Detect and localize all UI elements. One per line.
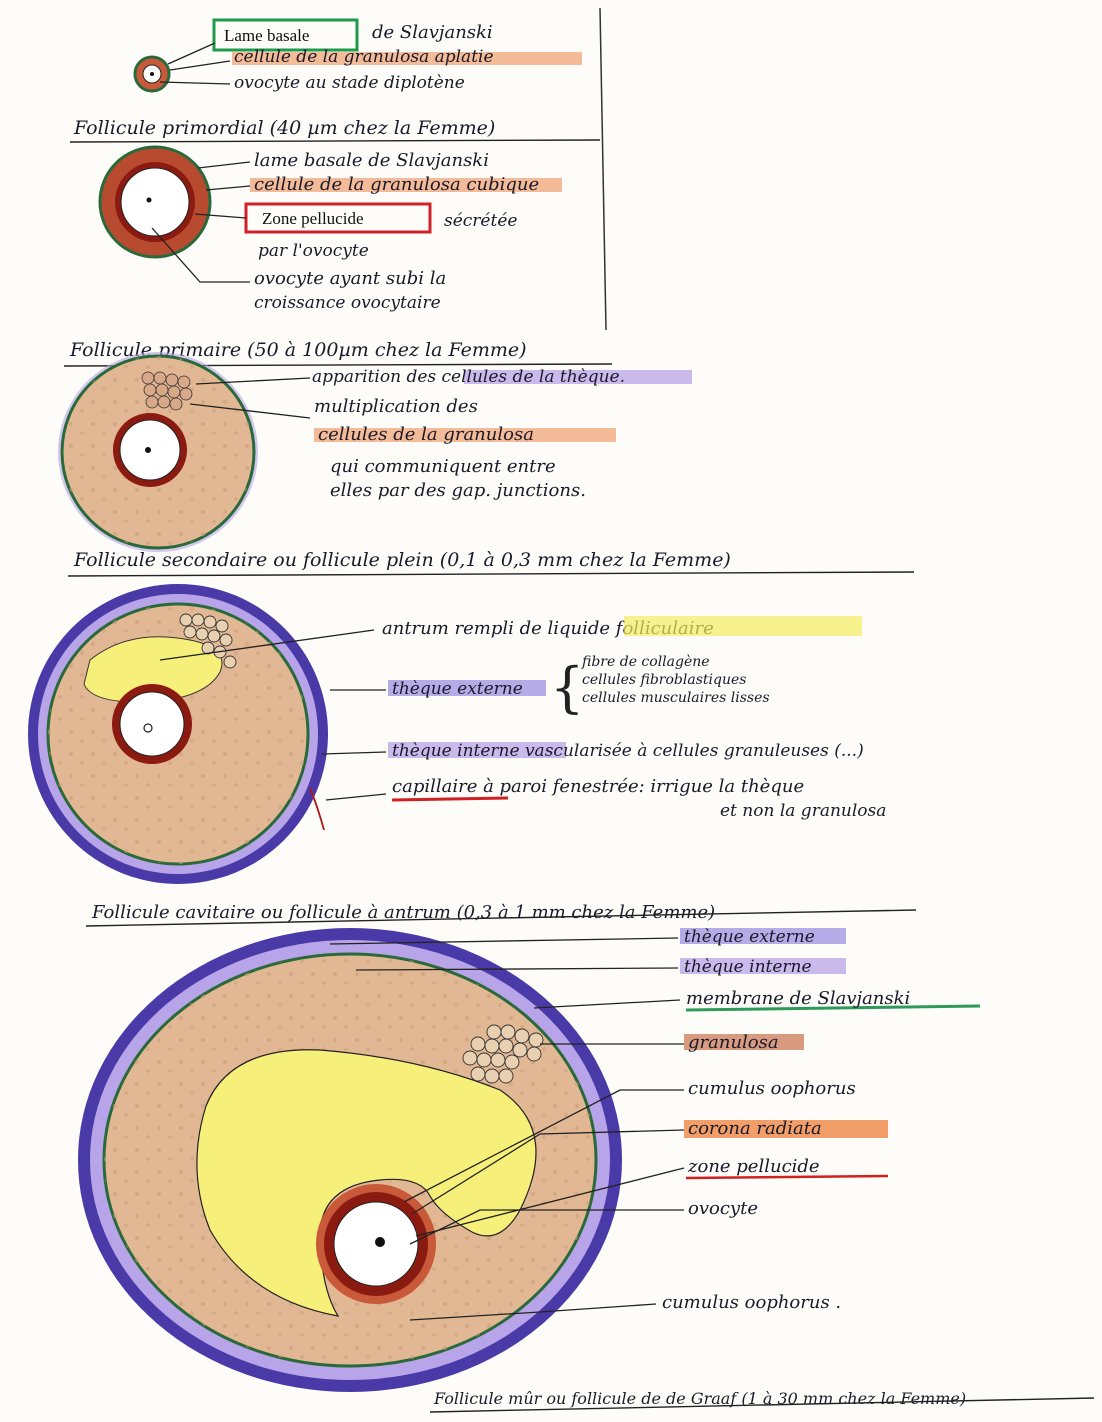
stage4-label-theque-ext: thèque externe bbox=[392, 679, 523, 699]
leader bbox=[322, 752, 386, 754]
leader bbox=[326, 794, 386, 800]
stage1-drawing bbox=[135, 57, 169, 91]
stage3-label-theque: apparition des cellules de la thèque. bbox=[312, 367, 625, 387]
leader bbox=[206, 186, 250, 190]
stage4-brace-item-1: cellules fibroblastiques bbox=[582, 672, 746, 688]
stage2-label-ovocyte1: ovocyte ayant subi la bbox=[254, 268, 446, 289]
stage2-label-ovocyte2: croissance ovocytaire bbox=[254, 293, 441, 313]
zone-pellucide-boxed-label: Zone pellucide bbox=[262, 209, 364, 228]
stage5-label-1: thèque interne bbox=[684, 957, 812, 977]
stage4-label-capillaire1: capillaire à paroi fenestrée: irrigue la… bbox=[392, 776, 804, 797]
stage5-label-0: thèque externe bbox=[684, 927, 815, 947]
stage3-label-mult1: multiplication des bbox=[314, 396, 478, 417]
stage5-label-6: zone pellucide bbox=[687, 1156, 820, 1177]
highlight-yellow bbox=[624, 616, 862, 636]
stage5-title: Follicule mûr ou follicule de de Graaf (… bbox=[433, 1389, 966, 1408]
stage1-label-granulosa: cellule de la granulosa aplatie bbox=[234, 47, 494, 67]
stage3-title: Follicule secondaire ou follicule plein … bbox=[73, 549, 731, 571]
stage4-brace-item-0: fibre de collagène bbox=[581, 654, 710, 670]
stage2-box-suffix: sécrétée bbox=[444, 211, 517, 231]
stage3-label-mult4: elles par des gap. junctions. bbox=[330, 480, 586, 501]
stage3-label-mult3: qui communiquent entre bbox=[330, 456, 556, 477]
stage4-drawing bbox=[28, 584, 328, 884]
stage2-label-granulosa: cellule de la granulosa cubique bbox=[254, 174, 539, 195]
stage1-box-suffix: de Slavjanski bbox=[372, 22, 493, 43]
title-underline bbox=[68, 572, 914, 576]
divider-line bbox=[600, 8, 606, 330]
stage2-box-suffix2: par l'ovocyte bbox=[258, 241, 369, 261]
leader bbox=[168, 43, 215, 64]
stage5-label-4: cumulus oophorus bbox=[688, 1078, 856, 1099]
stage1-title: Follicule primordial (40 µm chez la Femm… bbox=[73, 117, 495, 139]
stage1-label-ovocyte: ovocyte au stade diplotène bbox=[234, 73, 465, 93]
brace: { bbox=[550, 656, 584, 719]
title-underline bbox=[70, 140, 600, 142]
stage5-drawing bbox=[78, 928, 622, 1392]
highlight-red-underline bbox=[392, 798, 508, 800]
stage4-label-theque-int: thèque interne vascularisée à cellules g… bbox=[392, 741, 864, 761]
stage5-label-2: membrane de Slavjanski bbox=[686, 988, 910, 1009]
leader bbox=[198, 162, 250, 168]
stage5-label-7: ovocyte bbox=[688, 1198, 758, 1219]
stage4-brace-item-2: cellules musculaires lisses bbox=[582, 690, 770, 706]
leader bbox=[170, 61, 230, 70]
stage3-label-mult2: cellules de la granulosa bbox=[318, 424, 534, 445]
lame-basale-boxed-label: Lame basale bbox=[224, 26, 309, 45]
stage5-label-8: cumulus oophorus . bbox=[662, 1292, 841, 1313]
leader bbox=[160, 82, 230, 84]
stage2-drawing bbox=[100, 147, 210, 257]
stage5-label-5: corona radiata bbox=[688, 1118, 822, 1139]
stage4-label-capillaire2: et non la granulosa bbox=[720, 801, 886, 821]
stage2-label-lame: lame basale de Slavjanski bbox=[254, 150, 489, 171]
stage5-label-3: granulosa bbox=[688, 1032, 779, 1053]
